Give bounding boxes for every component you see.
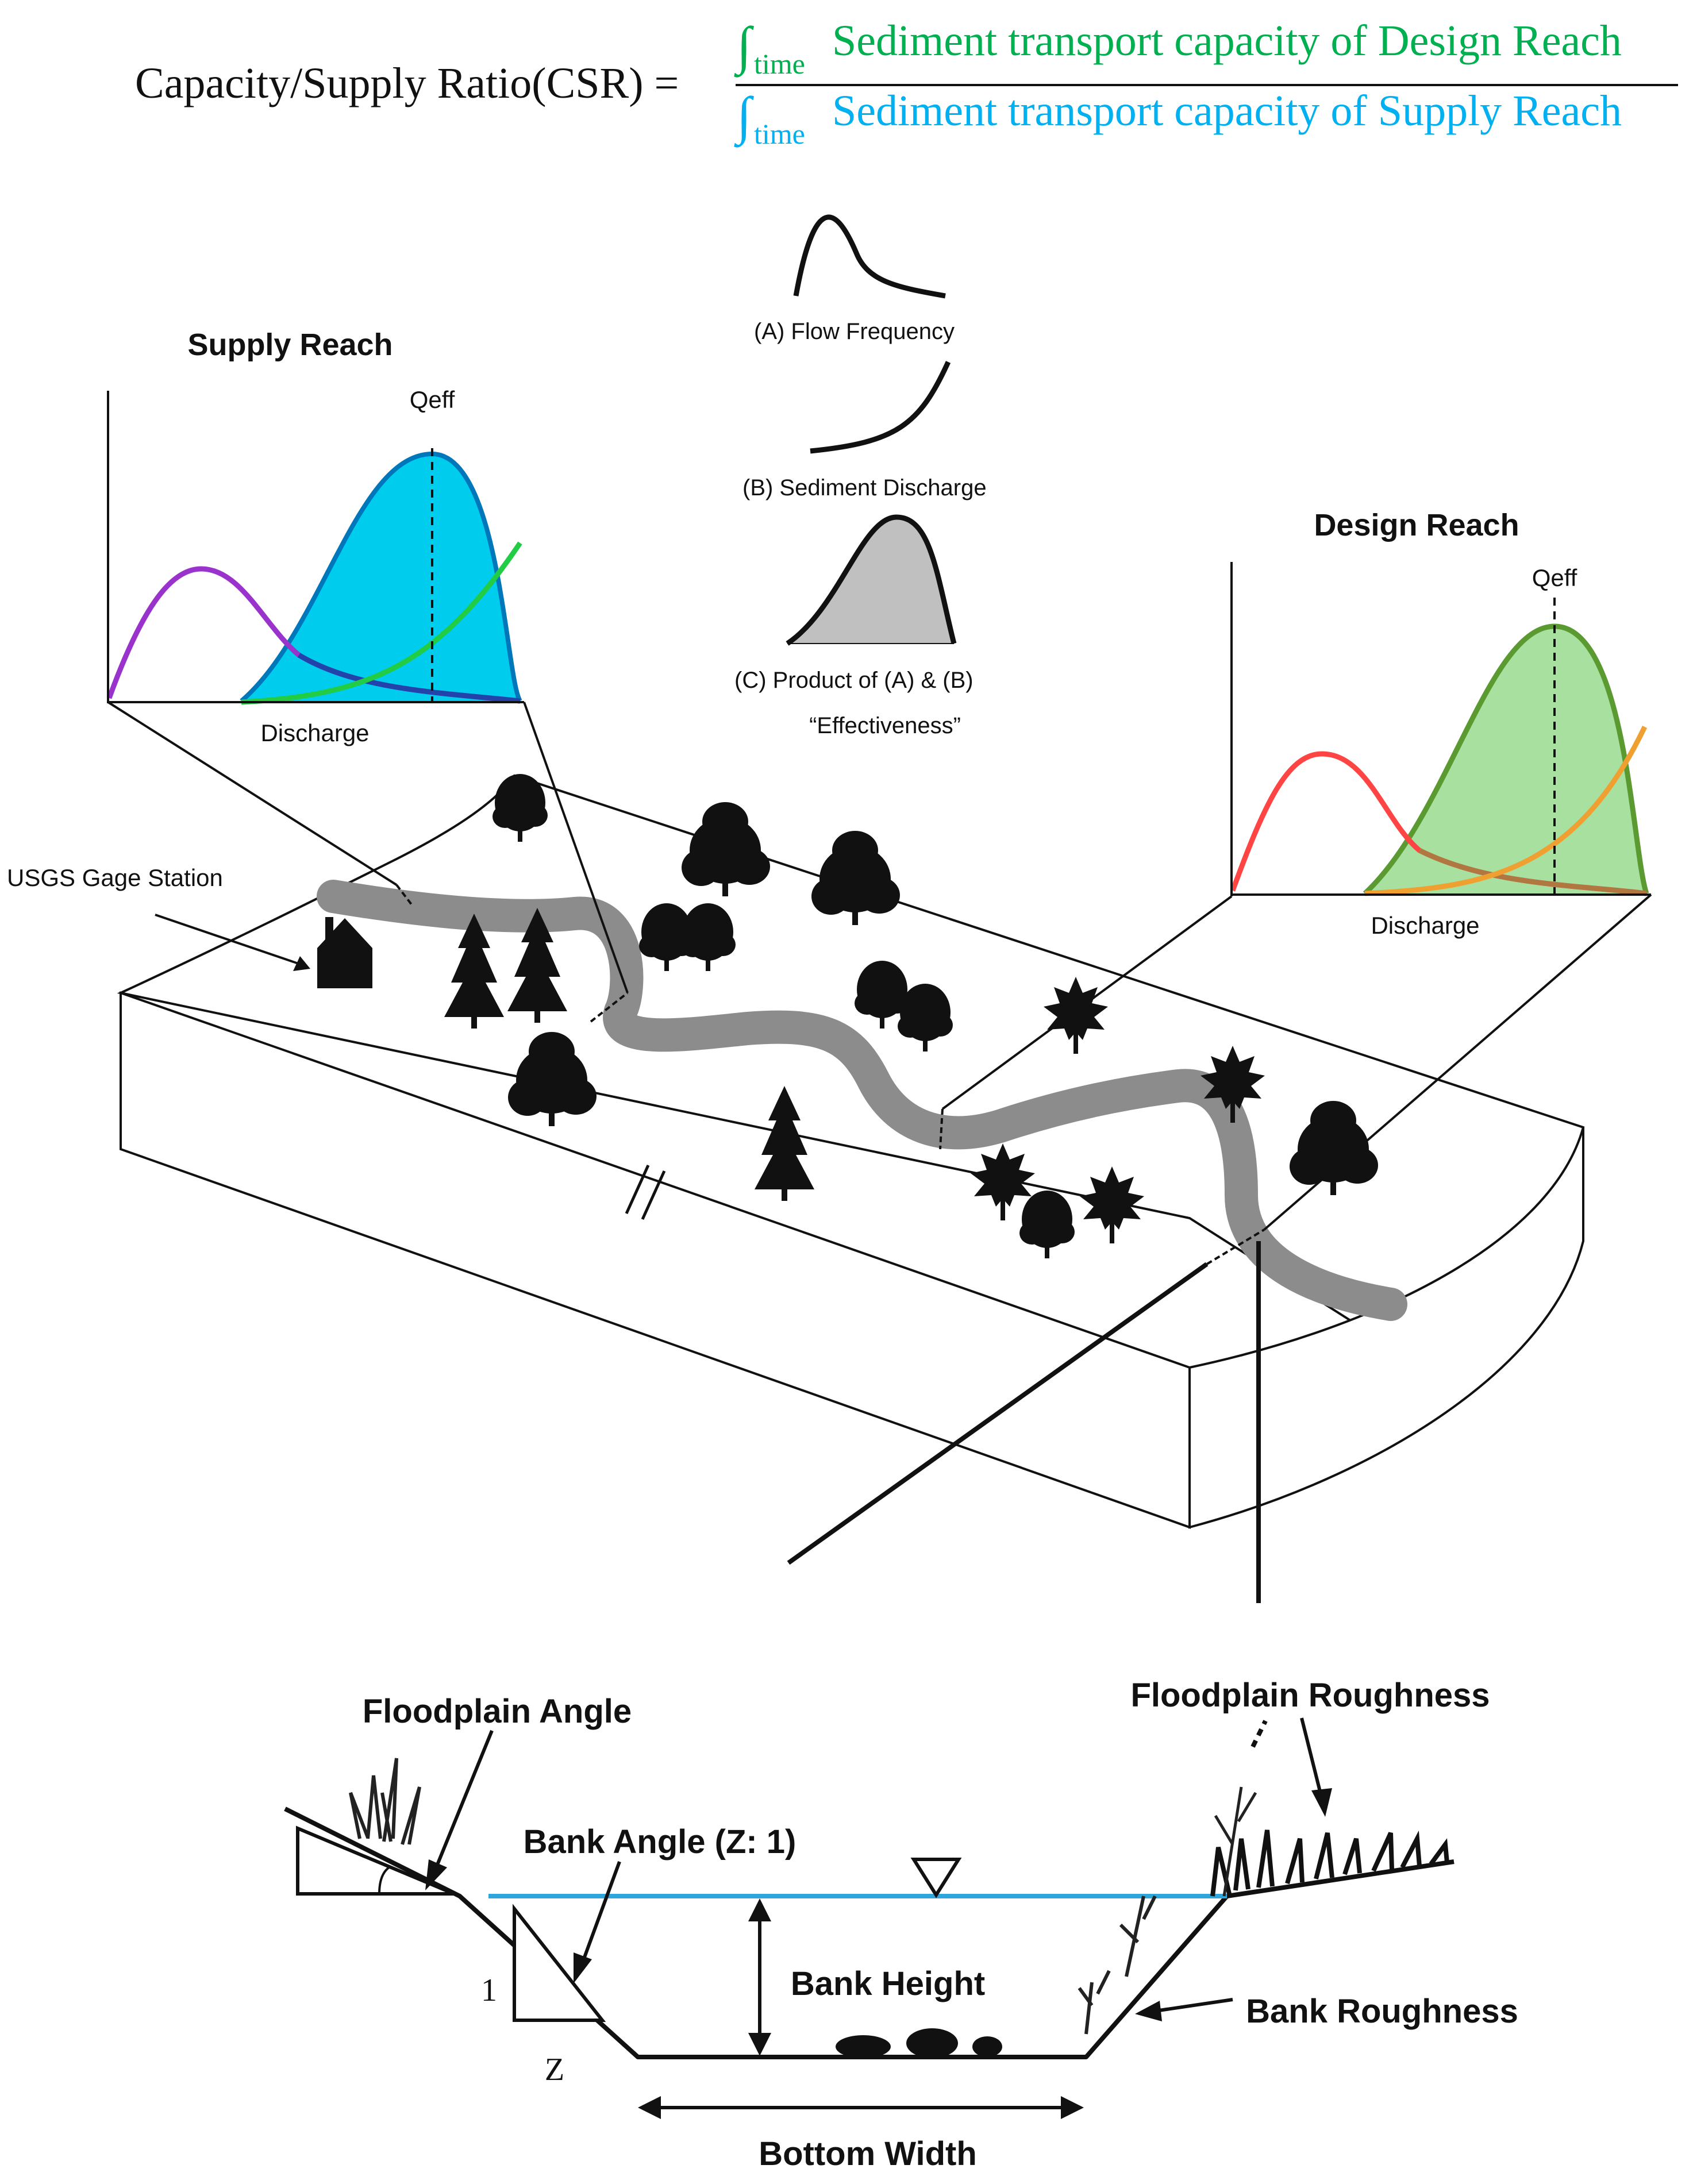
- supply-reach-title: Supply Reach: [187, 328, 393, 362]
- bank-angle-arrowhead: [574, 1952, 592, 1983]
- supply-reach-end-mark: [590, 992, 629, 1023]
- supply-reach-start-mark: [395, 884, 413, 906]
- bottom-width-arrowhead-right: [1061, 2096, 1084, 2119]
- bank-height-arrowhead-bottom: [748, 2033, 771, 2056]
- effectiveness-label: “Effectiveness”: [809, 713, 961, 738]
- design-leader-right: [1263, 893, 1652, 1231]
- gage-station-label: USGS Gage Station: [7, 864, 223, 891]
- supply-qeff-label: Qeff: [410, 386, 455, 413]
- supply-flow-tail: [297, 653, 521, 704]
- effectiveness-glyph-fill: [787, 517, 954, 644]
- bank-vegetation: [1078, 1895, 1157, 2035]
- bank-angle-pointer: [580, 1861, 621, 1966]
- design-flow-tail: [1418, 848, 1647, 896]
- slope-run-label: Z: [545, 2052, 564, 2087]
- bed-stone-2: [906, 2028, 958, 2058]
- design-sediment-curve: [1364, 726, 1648, 896]
- bottom-width-arrowhead-left: [638, 2096, 661, 2119]
- sediment-discharge-glyph: [810, 361, 951, 454]
- gage-chimney: [325, 917, 333, 940]
- floodplain-roughness-arrowhead: [1311, 1788, 1332, 1817]
- effectiveness-glyph: [786, 514, 957, 646]
- flow-frequency-label: (A) Flow Frequency: [754, 319, 955, 344]
- gage-arrowhead: [293, 956, 310, 971]
- numerator-subscript: time: [754, 48, 805, 80]
- floodplain-roughness-label: Floodplain Roughness: [1130, 1677, 1490, 1714]
- denominator-subscript: time: [754, 118, 805, 150]
- break-mark-2: [641, 1170, 666, 1220]
- floodplain-grass-left: [349, 1758, 421, 1845]
- floodplain-angle-triangle: [296, 1825, 455, 1896]
- denominator-integral: ∫: [734, 86, 754, 148]
- numerator-text: Sediment transport capacity of Design Re…: [832, 17, 1622, 65]
- flow-frequency-glyph: [793, 214, 946, 299]
- slope-rise-label: 1: [481, 1973, 497, 2008]
- floodplain-angle-arc: [378, 1865, 392, 1894]
- numerator-integral: ∫: [734, 16, 754, 78]
- floodplain-roughness-pointer: [1300, 1717, 1323, 1799]
- bed-stone-1: [836, 2035, 891, 2058]
- design-leader-left: [941, 895, 1233, 1110]
- supply-effectiveness-area: [241, 454, 520, 701]
- break-mark-1: [625, 1164, 650, 1215]
- product-label: (C) Product of (A) & (B): [734, 668, 974, 693]
- csr-equation: Capacity/Supply Ratio(CSR) = ∫ time Sedi…: [135, 16, 1678, 150]
- floodplain-angle-pointer: [432, 1730, 494, 1874]
- gage-pointer-line: [155, 914, 304, 966]
- design-reach-start-mark: [939, 1108, 944, 1150]
- landscape-block: USGS Gage Station: [7, 701, 1652, 1603]
- bed-stone-3: [972, 2036, 1002, 2057]
- bank-angle-triangle: [513, 1904, 606, 2022]
- design-effectiveness-area: [1365, 626, 1646, 893]
- water-level-symbol: [910, 1858, 962, 1898]
- sediment-discharge-label: (B) Sediment Discharge: [742, 475, 987, 500]
- supply-leader-right: [523, 702, 629, 993]
- bottom-width-label: Bottom Width: [759, 2135, 977, 2173]
- design-qeff-label: Qeff: [1532, 564, 1577, 591]
- bank-height-arrowhead-top: [748, 1898, 771, 1921]
- supply-reach-chart: Supply Reach Qeff Discharge: [106, 328, 524, 746]
- bank-roughness-pointer: [1155, 1998, 1233, 2013]
- cross-section: Floodplain Angle 1 Z Bank Angle (Z: 1) B…: [284, 1677, 1518, 2173]
- floodplain-reed: [1214, 1786, 1257, 1897]
- floodplain-angle-arrowhead: [425, 1859, 447, 1890]
- supply-leader-left: [107, 701, 398, 886]
- design-reach-title: Design Reach: [1314, 508, 1519, 542]
- design-reach-end-mark: [1206, 1228, 1265, 1265]
- denominator-text: Sediment transport capacity of Supply Re…: [832, 87, 1622, 135]
- bank-roughness-label: Bank Roughness: [1246, 1993, 1518, 2030]
- design-xlabel: Discharge: [1371, 912, 1479, 939]
- floodplain-roughness-dash: [1250, 1720, 1268, 1748]
- tree-3: [811, 831, 900, 925]
- bank-height-label: Bank Height: [791, 1965, 985, 2002]
- equation-lhs: Capacity/Supply Ratio(CSR) =: [135, 59, 679, 107]
- supply-xlabel: Discharge: [260, 719, 369, 746]
- floodplain-roughness-vegetation: [1210, 1829, 1449, 1897]
- tree-2: [682, 802, 770, 896]
- supply-sediment-curve: [241, 541, 522, 705]
- design-reach-chart: Design Reach Qeff Discharge: [1230, 508, 1651, 939]
- floodplain-angle-label: Floodplain Angle: [363, 1693, 632, 1730]
- bank-angle-label: Bank Angle (Z: 1): [524, 1823, 797, 1861]
- tree-14: [1019, 1191, 1075, 1258]
- legend-curves: (A) Flow Frequency (B) Sediment Discharg…: [734, 214, 987, 738]
- section-cut-line-left: [787, 1262, 1209, 1565]
- bank-roughness-arrowhead: [1135, 2001, 1162, 2021]
